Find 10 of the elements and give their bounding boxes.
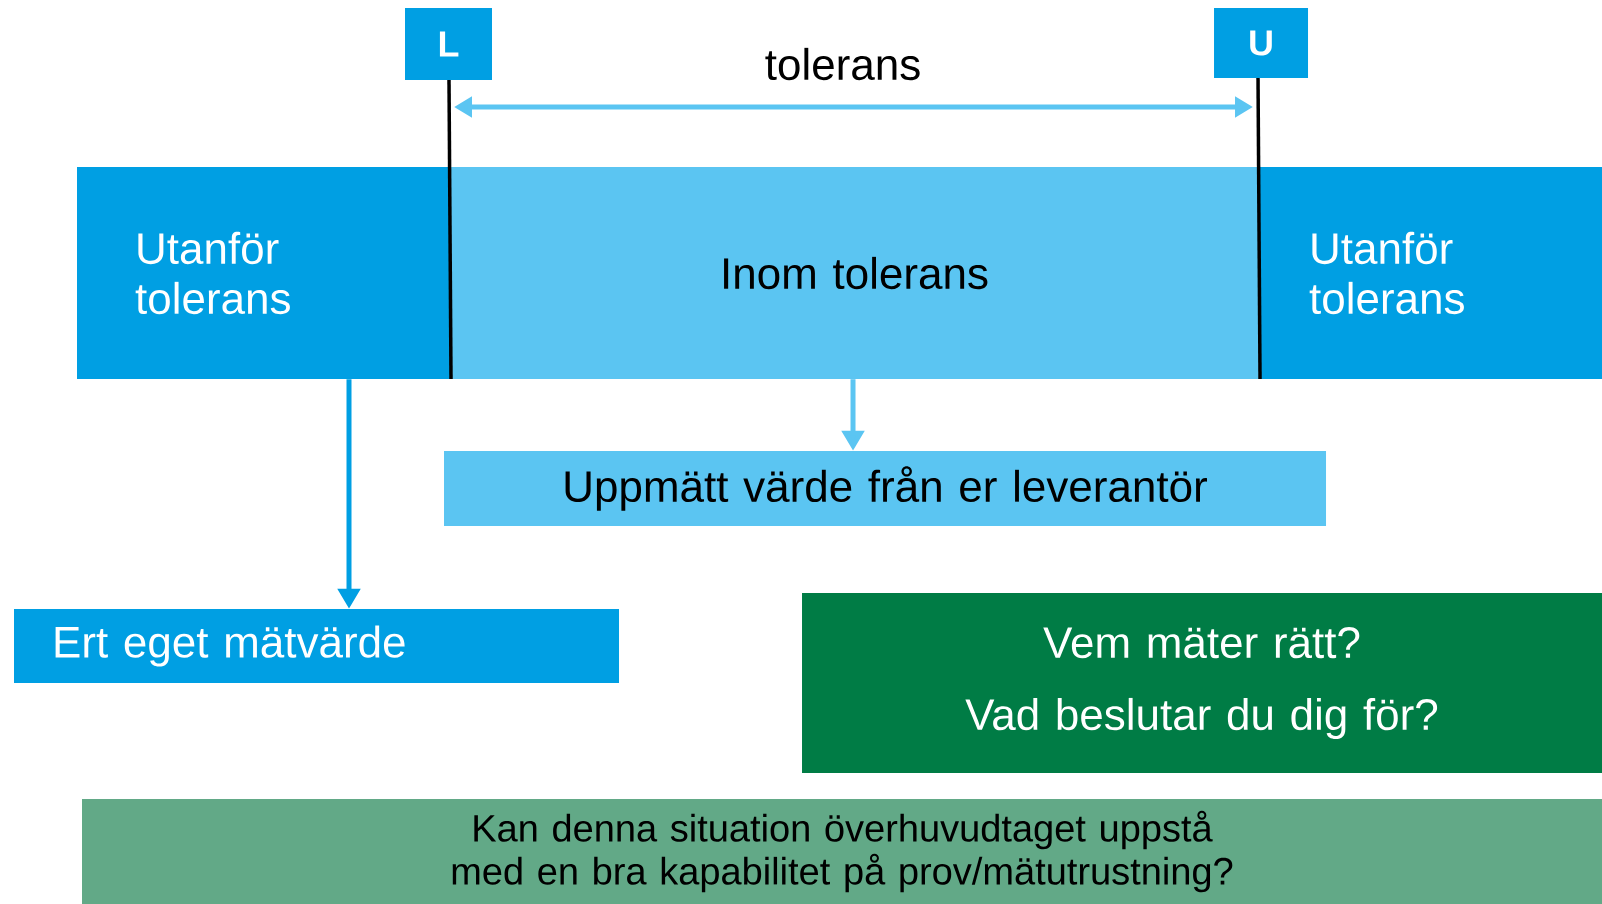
dimension-label: tolerans	[765, 47, 920, 81]
zone-box: Utanför tolerans	[1259, 167, 1602, 379]
question-box: Vem mäter rätt? Vad beslutar du dig för?	[802, 593, 1602, 773]
zone-box: Inom tolerans	[450, 167, 1259, 379]
limit-tag: L	[405, 8, 492, 80]
value-box: Uppmätt värde från er leverantör	[444, 451, 1326, 526]
zone-box: Utanför tolerans	[77, 167, 450, 379]
question-box: Kan denna situation överhuvudtaget uppstå med en bra kapabilitet på prov/mätutrustning?	[82, 799, 1602, 904]
value-box: Ert eget mätvärde	[14, 609, 619, 683]
limit-tag: U	[1214, 8, 1308, 78]
